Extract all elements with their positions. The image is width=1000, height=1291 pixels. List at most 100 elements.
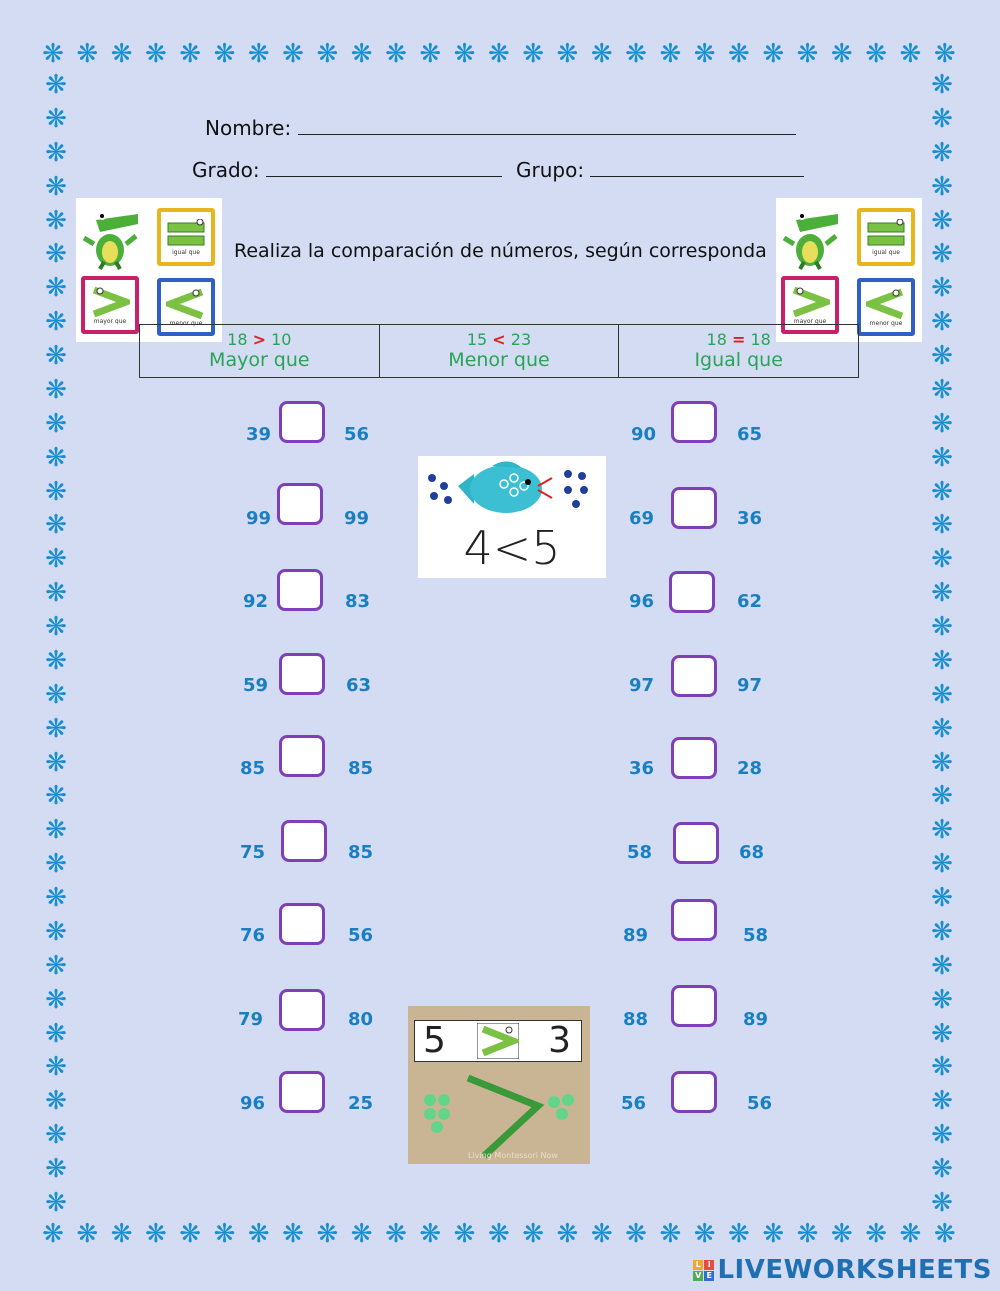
name-field[interactable] <box>297 116 796 135</box>
border-snowflake-icon: ❋ <box>45 239 67 270</box>
comparison-number: 56 <box>747 1093 773 1114</box>
less-card: menor que <box>157 278 215 336</box>
less-card-caption: menor que <box>869 319 903 327</box>
croc-number-strip: 5 3 <box>414 1020 582 1062</box>
border-snowflake-icon: ❋ <box>45 476 67 507</box>
answer-box[interactable] <box>673 822 719 864</box>
border-snowflake-icon: ❋ <box>282 39 304 69</box>
border-snowflake-icon: ❋ <box>865 39 888 69</box>
border-snowflake-icon: ❋ <box>45 781 67 812</box>
legend-label: Mayor que <box>209 349 310 371</box>
border-snowflake-icon: ❋ <box>762 39 785 69</box>
border-snowflake-icon: ❋ <box>931 1120 953 1151</box>
border-snowflake-icon: ❋ <box>931 612 953 642</box>
answer-box[interactable] <box>671 487 717 529</box>
grade-field[interactable] <box>266 158 503 177</box>
border-snowflake-icon: ❋ <box>931 849 953 880</box>
border-snowflake-icon: ❋ <box>931 103 953 134</box>
equal-croc-icon <box>867 218 905 245</box>
legend-example: 18 = 18 <box>707 331 771 349</box>
border-snowflake-icon: ❋ <box>45 883 67 913</box>
legend-example: 18 > 10 <box>227 331 291 349</box>
less-card: menor que <box>857 278 915 336</box>
comparison-number: 56 <box>348 925 374 946</box>
legend-cell-greater: 18 > 10 Mayor que <box>140 325 380 377</box>
comparison-number: 25 <box>348 1093 374 1114</box>
border-snowflake-icon: ❋ <box>45 1187 67 1218</box>
border-snowflake-icon: ❋ <box>45 70 67 100</box>
legend-symbol: > <box>252 330 267 349</box>
border-snowflake-icon: ❋ <box>316 39 339 69</box>
border-snowflake-icon: ❋ <box>282 1219 304 1249</box>
legend-number: 18 <box>227 330 248 349</box>
answer-box[interactable] <box>671 401 717 443</box>
border-snowflake-icon: ❋ <box>931 408 953 439</box>
border-snowflake-icon: ❋ <box>45 713 67 744</box>
comparison-number: 75 <box>240 842 266 863</box>
fish-symbol: < <box>492 521 532 575</box>
border-snowflake-icon: ❋ <box>419 1219 442 1249</box>
equal-croc-icon <box>167 218 205 245</box>
answer-box[interactable] <box>279 401 325 443</box>
border-snowflake-icon: ❋ <box>522 39 545 69</box>
answer-box[interactable] <box>669 571 715 613</box>
border-snowflake-icon: ❋ <box>625 1219 647 1249</box>
border-snowflake-icon: ❋ <box>45 849 67 880</box>
border-snowflake-icon: ❋ <box>830 1219 853 1249</box>
greater-card-caption: mayor que <box>93 317 127 325</box>
border-snowflake-icon: ❋ <box>931 442 953 473</box>
border-snowflake-icon: ❋ <box>45 442 67 473</box>
border-snowflake-icon: ❋ <box>931 1086 953 1117</box>
answer-box[interactable] <box>279 1071 325 1113</box>
answer-box[interactable] <box>277 483 323 525</box>
answer-box[interactable] <box>279 989 325 1031</box>
border-snowflake-icon: ❋ <box>45 1086 67 1117</box>
border-snowflake-icon: ❋ <box>45 205 67 236</box>
border-snowflake-icon: ❋ <box>931 341 953 371</box>
legend-label: Igual que <box>694 349 783 371</box>
comparison-number: 56 <box>344 424 370 445</box>
answer-box[interactable] <box>279 903 325 945</box>
border-snowflake-icon: ❋ <box>931 137 953 168</box>
answer-box[interactable] <box>279 735 325 777</box>
name-label: Nombre: <box>205 116 292 140</box>
border-snowflake-icon: ❋ <box>931 510 953 541</box>
group-field[interactable] <box>590 158 805 177</box>
comparison-number: 62 <box>737 591 763 612</box>
border-snowflake-icon: ❋ <box>45 612 67 642</box>
border-snowflake-icon: ❋ <box>865 1219 888 1249</box>
border-snowflake-icon: ❋ <box>931 70 953 100</box>
comparison-number: 85 <box>348 758 374 779</box>
answer-box[interactable] <box>279 653 325 695</box>
border-bottom: ❋❋❋❋❋❋❋❋❋❋❋❋❋❋❋❋❋❋❋❋❋❋❋❋❋❋❋ <box>38 1218 960 1250</box>
border-snowflake-icon: ❋ <box>213 1219 236 1249</box>
border-snowflake-icon: ❋ <box>385 1219 407 1249</box>
border-snowflake-icon: ❋ <box>76 39 99 69</box>
border-snowflake-icon: ❋ <box>693 39 716 69</box>
border-snowflake-icon: ❋ <box>453 1219 476 1249</box>
border-snowflake-icon: ❋ <box>385 39 407 69</box>
fish-comparison-picture: 4<5 <box>418 456 606 578</box>
border-snowflake-icon: ❋ <box>453 39 476 69</box>
less-card-caption: menor que <box>169 319 203 327</box>
croc-number: 5 <box>423 1020 446 1061</box>
answer-box[interactable] <box>277 569 323 611</box>
border-snowflake-icon: ❋ <box>45 171 67 202</box>
crocodile-figure-icon <box>82 212 138 270</box>
less-croc-icon <box>166 288 204 319</box>
answer-box[interactable] <box>671 985 717 1027</box>
border-snowflake-icon: ❋ <box>931 1154 953 1184</box>
border-snowflake-icon: ❋ <box>144 39 167 69</box>
answer-box[interactable] <box>671 737 717 779</box>
answer-box[interactable] <box>671 1071 717 1113</box>
border-snowflake-icon: ❋ <box>931 645 953 676</box>
border-snowflake-icon: ❋ <box>931 171 953 202</box>
comparison-number: 59 <box>243 675 269 696</box>
border-snowflake-icon: ❋ <box>247 1219 270 1249</box>
answer-box[interactable] <box>671 655 717 697</box>
border-snowflake-icon: ❋ <box>45 1052 67 1083</box>
grade-row: Grado: <box>192 158 503 182</box>
answer-box[interactable] <box>671 899 717 941</box>
answer-box[interactable] <box>281 820 327 862</box>
